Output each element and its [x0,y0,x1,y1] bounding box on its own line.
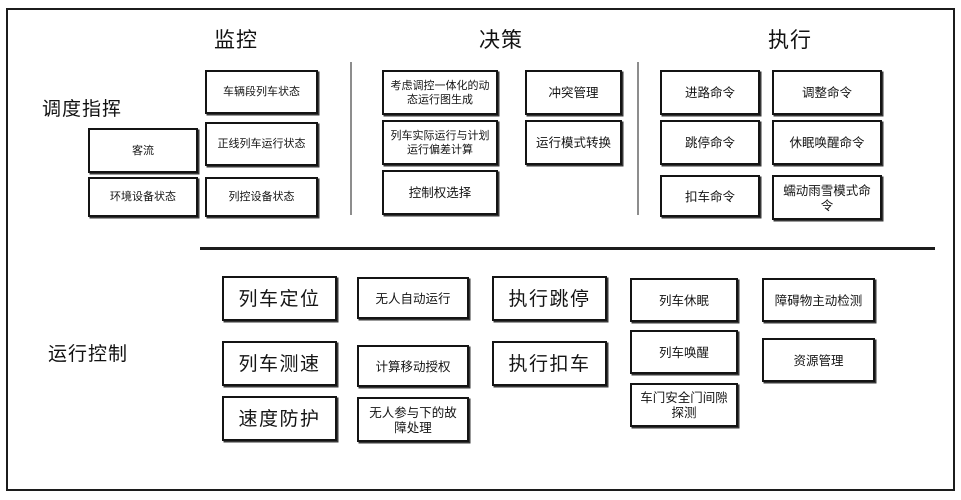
box-unattended-fault-handling[interactable]: 无人参与下的故障处理 [357,397,469,442]
box-door-gap-detection[interactable]: 车门安全门间隙探测 [630,383,738,427]
box-conflict-management[interactable]: 冲突管理 [525,70,622,115]
box-active-obstacle-detection[interactable]: 障碍物主动检测 [762,278,875,322]
box-depot-train-status[interactable]: 车辆段列车状态 [205,70,318,114]
box-train-wakeup[interactable]: 列车唤醒 [630,330,738,374]
vertical-separator-2 [637,62,639,215]
box-operation-mode-switching[interactable]: 运行模式转换 [525,120,622,165]
box-execute-hold-train[interactable]: 执行扣车 [492,341,607,386]
box-hold-train-command[interactable]: 扣车命令 [660,175,760,217]
box-unmanned-automatic-operation[interactable]: 无人自动运行 [357,277,469,319]
horizontal-divider [200,247,935,250]
section-heading-decision: 决策 [479,28,523,52]
box-environment-equipment-status[interactable]: 环境设备状态 [88,177,198,217]
section-heading-monitoring: 监控 [214,28,258,52]
box-route-command[interactable]: 进路命令 [660,70,760,115]
box-train-sleep[interactable]: 列车休眠 [630,278,738,322]
row-label-dispatch-command: 调度指挥 [42,98,123,120]
box-execute-skip-stop[interactable]: 执行跳停 [492,276,607,321]
box-skip-stop-command[interactable]: 跳停命令 [660,120,760,165]
box-mainline-train-operation-status[interactable]: 正线列车运行状态 [205,122,318,166]
box-resource-management[interactable]: 资源管理 [762,338,875,382]
section-heading-execution: 执行 [768,28,812,52]
box-actual-vs-planned-deviation-calculation[interactable]: 列车实际运行与计划运行偏差计算 [382,120,498,165]
box-movement-authority-calculation[interactable]: 计算移动授权 [357,345,469,387]
box-integrated-dynamic-timetable-generation[interactable]: 考虑调控一体化的动态运行图生成 [382,70,498,115]
box-creep-rain-snow-mode-command[interactable]: 蠕动雨雪模式命令 [772,175,882,220]
box-train-positioning[interactable]: 列车定位 [222,276,337,321]
row-label-operation-control: 运行控制 [48,343,129,365]
box-speed-protection[interactable]: 速度防护 [222,396,337,441]
vertical-separator-1 [350,62,352,215]
box-train-speed-measurement[interactable]: 列车测速 [222,341,337,386]
box-control-authority-selection[interactable]: 控制权选择 [382,170,498,215]
box-sleep-wake-command[interactable]: 休眠唤醒命令 [772,120,882,165]
box-train-control-equipment-status[interactable]: 列控设备状态 [205,177,318,217]
box-adjustment-command[interactable]: 调整命令 [772,70,882,115]
box-passenger-flow[interactable]: 客流 [88,128,198,173]
